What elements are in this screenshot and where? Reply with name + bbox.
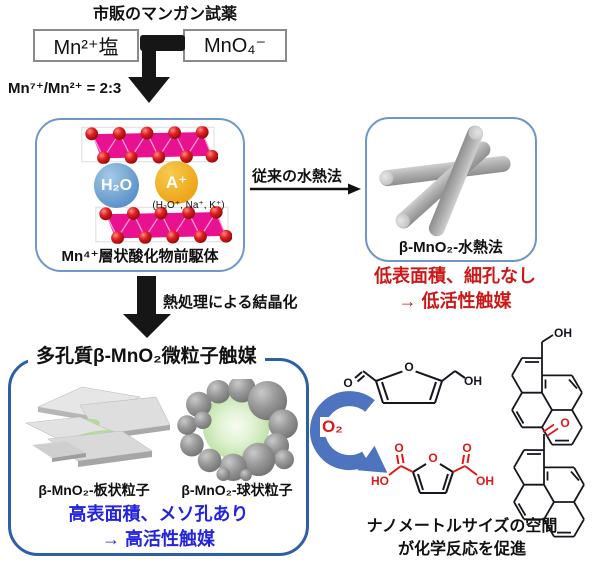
reaction-caption-line2: が化学反応を促進 [397,541,526,558]
hydrothermal-arrow-icon [250,183,361,195]
atom-o-label: O [560,416,569,430]
plate-particle-graphic [24,386,170,467]
porous-result-text: 高表面積、メソ孔あり → 高活性触媒 [10,502,307,552]
plate-particle-label: β-MnO₂-板状粒子 [38,482,150,498]
mno4-box: MnO₄⁻ [183,29,287,62]
atom-o-label: O [462,441,471,455]
ratio-label: Mn⁷⁺/Mn²⁺ = 2:3 [8,80,122,97]
crystallization-arrow-icon [123,276,171,338]
commercial-reagent-title: 市販のマンガン試薬 [92,6,237,23]
o2-label: O₂ [320,417,345,437]
hydrothermal-result-text: 低表面積、細孔なし → 低活性触媒 [340,264,570,314]
sphere-particle-graphic [177,379,298,482]
cation-badge: A⁺ [155,161,198,204]
hydrothermal-result-line2: → 低活性触媒 [398,291,512,311]
atom-o-label: O [428,451,437,465]
atom-o-label: O [394,441,403,455]
atom-ho-label: HO [371,474,389,488]
pyrene-carbaldehyde-structure: O [513,416,585,538]
mn2-salt-box: Mn²⁺塩 [33,29,139,62]
layered-oxide-bottom-graphic [84,206,232,244]
hmf-structure: O O OH [343,360,482,404]
atom-o-label: O [404,360,413,374]
porous-catalyst-title: 多孔質β-MnO₂微粒子触媒 [28,341,265,368]
layered-oxide-top-graphic [70,126,218,164]
sphere-particle-label: β-MnO₂-球状粒子 [181,482,293,498]
atom-oh-label: OH [464,374,482,388]
reaction-caption-line1: ナノメートルサイズの空間 [366,518,558,535]
merge-arrow-icon [128,35,185,103]
cation-detail-label: (H₃O⁺, Na⁺, K⁺) [152,200,225,211]
atom-oh-label: OH [554,326,572,340]
precursor-label: Mn⁴⁺層状酸化物前駆体 [61,248,219,265]
atom-o-label: O [343,376,352,390]
hydrothermal-product-label: β-MnO₂-水熱法 [398,239,504,256]
hydrothermal-arrow-label: 従来の水熱法 [252,168,343,185]
water-molecule-badge: H₂O [94,163,139,208]
hydrothermal-box [365,117,537,262]
porous-result-line2: → 高活性触媒 [101,529,215,549]
hydrothermal-result-line1: 低表面積、細孔なし [374,266,536,286]
crystallization-arrow-label: 熱処理による結晶化 [163,294,298,311]
porous-result-line1: 高表面積、メソ孔あり [68,504,249,524]
atom-oh-label: OH [476,474,494,488]
reaction-caption: ナノメートルサイズの空間 が化学反応を促進 [330,515,594,561]
o2-curved-arrow-icon [310,391,388,473]
fdca-structure: O O O HO OH [371,441,494,494]
